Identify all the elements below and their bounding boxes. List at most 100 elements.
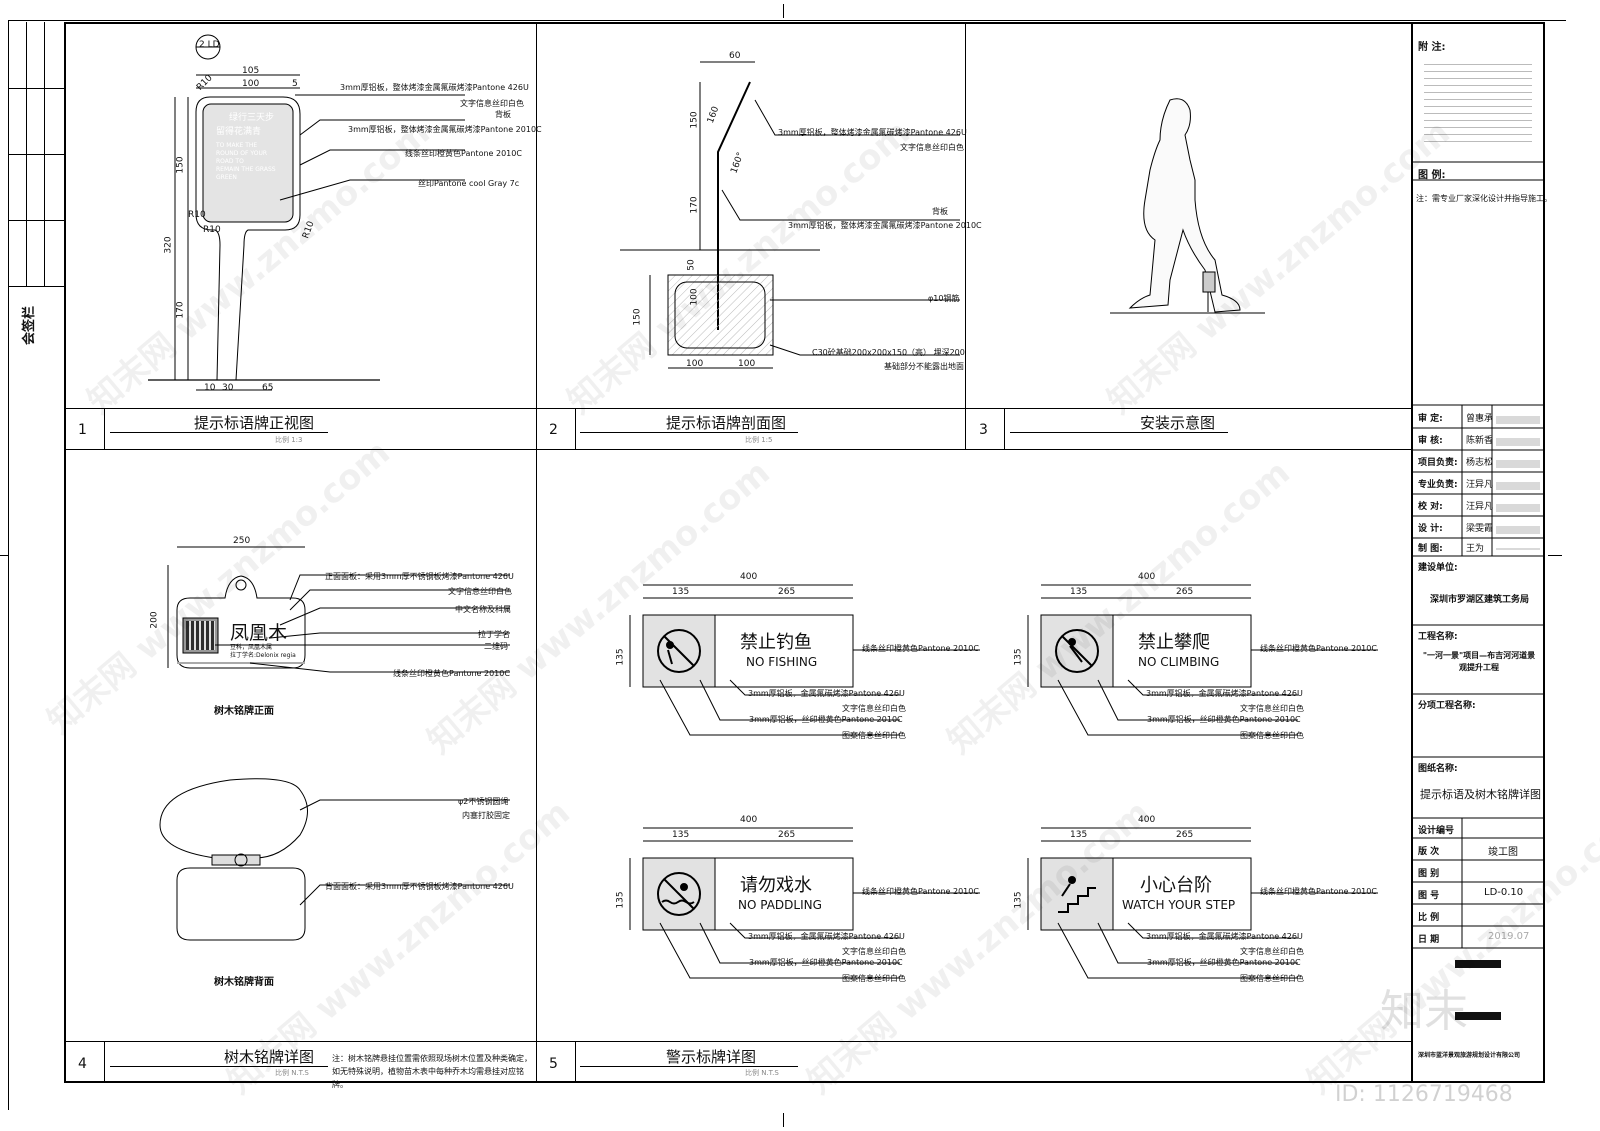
p1-sign-line: GREEN (216, 174, 237, 181)
p1-sign-line: 绿行三天步 (229, 113, 275, 123)
tb-row-label: 校 对: (1418, 502, 1443, 512)
p1-title-underline (110, 432, 328, 433)
no-climbing-icon (1055, 629, 1099, 673)
p3-person-silhouette (1128, 98, 1241, 313)
warn-annotation: 3mm厚铝板，丝印橙黄色Pantone 2010C (1147, 715, 1301, 724)
warn-sign-en: WATCH YOUR STEP (1122, 898, 1236, 912)
p1-sign-line: TO MAKE THE (216, 142, 258, 149)
version-value: 竣工图 (1488, 847, 1518, 858)
p1-num-divider (104, 408, 105, 449)
p2-dim: 150 (689, 111, 700, 129)
warn-dim-left: 135 (672, 830, 690, 840)
warn-annotation: 3mm厚铝板，丝印橙黄色Pantone 2010C (749, 715, 903, 724)
p4-tree-latin: 拉丁学名:Delonix regia (230, 652, 296, 659)
tb-row-name: 王为 (1466, 544, 1485, 554)
warn-sign-en: NO FISHING (746, 655, 818, 669)
p4-back-label: 树木铭牌背面 (214, 977, 274, 988)
p1-title: 提示标语牌正视图 (194, 414, 315, 432)
warn-annotation: 文字信息丝印白色 (842, 947, 906, 956)
crop-mark (1548, 555, 1562, 556)
warn-annotation: 文字信息丝印白色 (1240, 947, 1304, 956)
qr-code (186, 621, 215, 650)
p2-annotation: 3mm厚铝板，整体烤漆金属氟碳烤漆Pantone 426U (778, 128, 967, 137)
warn-annotation: 3mm厚铝板，金属氟碳烤漆Pantone 426U (1146, 932, 1303, 941)
p4-annotation: 二维码 (484, 642, 508, 651)
warn-annotation: 线条丝印橙黄色Pantone 2010C (862, 644, 979, 653)
warn-dim-right: 265 (778, 587, 796, 597)
warn-dim-height: 135 (1013, 891, 1024, 909)
frame-left (64, 22, 66, 1082)
p4-scale: 比例 N.T.S (275, 1069, 309, 1077)
p1-sign-line: ROAD TO (216, 158, 244, 165)
row-divider (64, 449, 1412, 450)
client-name: 深圳市罗湖区建筑工务局 (1430, 595, 1530, 605)
p4-annotation: 文字信息丝印白色 (448, 587, 512, 596)
tb-row-name: 杨志松 (1466, 458, 1494, 468)
title-block-divider (1411, 22, 1413, 1083)
date-value: 2019.07 (1488, 931, 1530, 942)
notes-heading: 附 注: (1418, 42, 1446, 53)
p4-annotation: 正面面板：采用3mm厚不锈钢板烤漆Pantone 426U (325, 572, 514, 581)
p2-scale: 比例 1:5 (745, 436, 773, 444)
p5-scale: 比例 N.T.S (745, 1069, 779, 1077)
crop-mark (783, 4, 784, 18)
date-label: 日 期 (1418, 935, 1440, 945)
p2-dim: 60 (729, 51, 741, 61)
notes-text-block (1424, 58, 1532, 148)
frame-right (1543, 22, 1545, 1083)
tb-row-label: 审 定: (1418, 414, 1443, 424)
p2-annotation: C30砼基础200x200x150（高） 埋深200 (812, 348, 965, 357)
version-label: 版 次 (1418, 847, 1440, 857)
p4-plate-back (159, 778, 308, 859)
warn-sign-cn: 禁止钓鱼 (740, 632, 812, 653)
p4-front-label: 树木铭牌正面 (214, 706, 274, 717)
p2-dim: 100 (689, 288, 700, 306)
drawing-name-label: 图纸名称: (1418, 764, 1458, 774)
p2-title: 提示标语牌剖面图 (666, 414, 787, 432)
no-fishing-icon (657, 629, 701, 673)
warn-sign-en: NO CLIMBING (1138, 655, 1220, 669)
p1-dim: 105 (242, 66, 260, 76)
p2-dim: 170 (689, 196, 700, 214)
signature-marks (1496, 410, 1540, 550)
outer-frame-left (8, 20, 9, 1110)
p1-dim: 100 (242, 79, 260, 89)
warn-annotation: 3mm厚铝板，丝印橙黄色Pantone 2010C (1147, 958, 1301, 967)
p4-tree-name: 凤凰木 (230, 622, 288, 644)
p4-tree-family: 豆科，凤凰木属 (230, 644, 273, 651)
p1-dim: 30 (222, 383, 234, 393)
warn-dim-total: 400 (1138, 572, 1156, 582)
no-paddling-icon (657, 872, 701, 916)
p3-num-divider (1004, 408, 1005, 449)
p2-annotation: 文字信息丝印白色 (900, 143, 964, 152)
warn-annotation: 文字信息丝印白色 (1240, 704, 1304, 713)
p1-annotation: 背板 (495, 110, 511, 119)
p3-small-sign (1202, 271, 1216, 293)
warn-dim-height: 135 (1013, 648, 1024, 666)
p3-title: 安装示意图 (1140, 414, 1216, 432)
p1-annotation: 文字信息丝印白色 (460, 99, 524, 108)
warn-annotation: 图案信息丝印白色 (842, 731, 906, 740)
warn-dim-total: 400 (740, 815, 758, 825)
p1-dim: 170 (175, 301, 186, 319)
p5-title-underline (580, 1066, 798, 1067)
p1-annotation: 丝印Pantone cool Gray 7c (418, 179, 520, 188)
drawing-no-label: 图 号 (1418, 891, 1440, 901)
warn-annotation: 图案信息丝印白色 (842, 974, 906, 983)
p4-note: 注：树木铭牌悬挂位置需依照现场树木位置及种类确定，如无特殊说明，植物苗木表中每种… (332, 1054, 532, 1089)
p5-number: 5 (549, 1056, 558, 1072)
warn-dim-height: 135 (615, 891, 626, 909)
warn-dim-total: 400 (1138, 815, 1156, 825)
p2-num-divider (575, 408, 576, 449)
p1-sign-face (202, 103, 294, 223)
p4-title-underline (110, 1066, 328, 1067)
warn-dim-right: 265 (1176, 587, 1194, 597)
row2-caption-line (64, 1041, 1412, 1042)
sub-project-label: 分项工程名称: (1418, 701, 1476, 711)
p2-sign-section (717, 81, 751, 330)
p3-number: 3 (979, 422, 988, 438)
p1-dim: R10 (188, 210, 206, 220)
p2-dim: 150 (632, 308, 643, 326)
warn-sign-en: NO PADDLING (738, 898, 822, 912)
company-name: 深圳市蓝洋景观旅游规划设计有限公司 (1418, 1052, 1521, 1059)
